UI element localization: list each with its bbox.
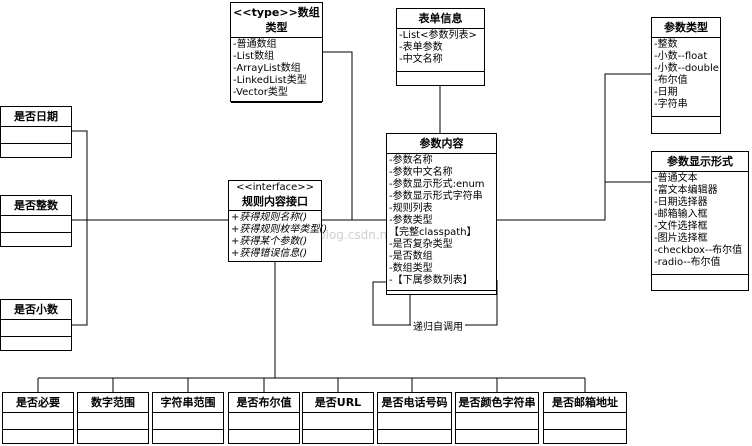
bottom-rule-box: 是否电话号码: [377, 392, 452, 444]
rule-interface-op: +获得错误信息(): [231, 248, 308, 259]
array-type-item: -LinkedList类型: [233, 75, 307, 86]
param-content-item: -参数中文名称: [389, 167, 453, 178]
left-rule-title: 是否日期: [1, 107, 71, 127]
param-display-item: -日期选择器: [654, 197, 708, 208]
bottom-rule-box: 是否必要: [2, 392, 74, 444]
left-rule-box: 是否日期: [0, 106, 72, 158]
form-info-item: -List<参数列表>: [399, 30, 477, 41]
bottom-rule-box: 是否邮箱地址: [543, 392, 627, 444]
form-info-title: 表单信息: [397, 9, 484, 29]
rule-interface-class: <<interface>> 规则内容接口 +获得规则名称() +获得规则枚举类型…: [228, 180, 328, 262]
left-rule-title: 是否整数: [1, 196, 71, 216]
bottom-rule-title: 数字范围: [78, 393, 148, 413]
array-type-title: <<type>>数组类型: [231, 3, 322, 38]
param-type-item: -字符串: [654, 99, 688, 110]
param-content-item: -是否复杂类型: [389, 239, 453, 250]
bottom-rule-box: 是否URL: [302, 392, 374, 444]
param-type-item: -整数: [654, 39, 678, 50]
left-rule-box: 是否小数: [0, 299, 72, 351]
param-display-item: -邮箱输入框: [654, 209, 708, 220]
rule-interface-header: <<interface>> 规则内容接口: [229, 181, 321, 211]
rule-interface-operations: +获得规则名称() +获得规则枚举类型() +获得某个参数() +获得错误信息(…: [229, 211, 328, 261]
left-rule-title: 是否小数: [1, 300, 71, 320]
param-content-item: -参数显示形式:enum: [389, 179, 485, 190]
interface-stereotype: <<interface>>: [235, 182, 315, 193]
bottom-rule-title: 字符串范围: [153, 393, 223, 413]
bottom-rule-title: 是否电话号码: [378, 393, 451, 413]
rule-interface-op: +获得某个参数(): [231, 236, 308, 247]
array-type-class: <<type>>数组类型 -普通数组 -List数组 -ArrayList数组 …: [230, 2, 323, 103]
form-info-item: -中文名称: [399, 54, 443, 65]
array-type-item: -Vector类型: [233, 87, 288, 98]
bottom-rule-title: 是否颜色字符串: [456, 393, 538, 413]
param-type-title: 参数类型: [652, 18, 720, 38]
param-content-class: 参数内容 -参数名称 -参数中文名称 -参数显示形式:enum -参数显示形式字…: [386, 133, 497, 295]
bottom-rule-title: 是否邮箱地址: [544, 393, 626, 413]
param-content-item: 【完整classpath】: [389, 227, 477, 238]
param-display-item: -富文本编辑器: [654, 185, 718, 196]
param-type-item: -小数--double: [654, 63, 719, 74]
array-type-item: -普通数组: [233, 39, 277, 50]
param-content-item: -【下属参数列表】: [389, 275, 473, 286]
param-content-item: -参数类型: [389, 215, 433, 226]
form-info-class: 表单信息 -List<参数列表> -表单参数 -中文名称: [396, 8, 485, 86]
param-display-item: -普通文本: [654, 173, 698, 184]
param-display-item: -radio--布尔值: [654, 257, 721, 268]
param-content-item: -是否数组: [389, 251, 433, 262]
param-type-attributes: -整数 -小数--float -小数--double -布尔值 -日期 -字符串: [652, 38, 720, 117]
rule-interface-op: +获得规则枚举类型(): [231, 224, 328, 235]
param-display-item: -checkbox--布尔值: [654, 245, 743, 256]
form-info-attributes: -List<参数列表> -表单参数 -中文名称: [397, 29, 484, 72]
param-type-class: 参数类型 -整数 -小数--float -小数--double -布尔值 -日期…: [651, 17, 721, 134]
param-content-item: -数组类型: [389, 263, 433, 274]
array-type-item: -List数组: [233, 51, 275, 62]
bottom-rule-box: 是否颜色字符串: [455, 392, 539, 444]
param-type-item: -小数--float: [654, 51, 708, 62]
array-type-attributes: -普通数组 -List数组 -ArrayList数组 -LinkedList类型…: [231, 38, 322, 103]
param-content-title: 参数内容: [387, 134, 496, 154]
param-type-item: -日期: [654, 87, 678, 98]
array-type-item: -ArrayList数组: [233, 63, 301, 74]
rule-interface-op: +获得规则名称(): [231, 212, 308, 223]
bottom-rule-box: 字符串范围: [152, 392, 224, 444]
bottom-rule-box: 是否布尔值: [228, 392, 300, 444]
left-rule-box: 是否整数: [0, 195, 72, 247]
param-display-item: -图片选择框: [654, 233, 708, 244]
param-content-item: -参数显示形式字符串: [389, 191, 483, 202]
bottom-rule-box: 数字范围: [77, 392, 149, 444]
param-display-class: 参数显示形式 -普通文本 -富文本编辑器 -日期选择器 -邮箱输入框 -文件选择…: [651, 151, 749, 291]
param-content-item: -参数名称: [389, 155, 433, 166]
bottom-rule-title: 是否布尔值: [229, 393, 299, 413]
recursive-call-label: 递归自调用: [411, 318, 465, 333]
param-display-item: -文件选择框: [654, 221, 708, 232]
bottom-rule-title: 是否URL: [303, 393, 373, 413]
form-info-item: -表单参数: [399, 42, 443, 53]
param-content-item: -规则列表: [389, 203, 433, 214]
param-type-item: -布尔值: [654, 75, 688, 86]
bottom-rule-title: 是否必要: [3, 393, 73, 413]
param-content-attributes: -参数名称 -参数中文名称 -参数显示形式:enum -参数显示形式字符串 -规…: [387, 154, 496, 291]
rule-interface-title: 规则内容接口: [242, 195, 308, 208]
param-display-title: 参数显示形式: [652, 152, 748, 172]
param-display-attributes: -普通文本 -富文本编辑器 -日期选择器 -邮箱输入框 -文件选择框 -图片选择…: [652, 172, 748, 275]
